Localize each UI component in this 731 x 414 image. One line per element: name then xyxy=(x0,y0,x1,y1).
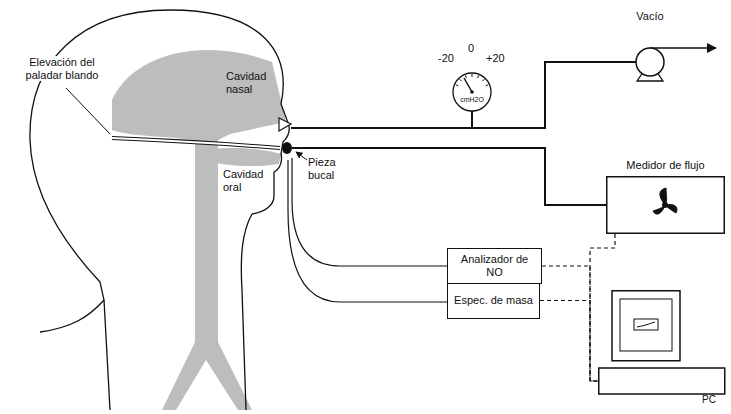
pump-body xyxy=(636,48,664,76)
part-label: Pieza bucal xyxy=(308,156,350,181)
turbine-hub xyxy=(662,202,668,208)
gauge-tick xyxy=(486,85,489,86)
node-text: PC xyxy=(694,394,724,406)
node-text: 0 xyxy=(468,42,474,55)
part-label: Cavidad oral xyxy=(223,168,269,193)
flow-meter-box xyxy=(607,177,725,234)
neck-back xyxy=(104,300,110,410)
vacuum-pump: Vacío xyxy=(628,10,672,82)
gauge-tick xyxy=(478,75,479,78)
leader-arrow xyxy=(296,152,307,160)
gauge-tick xyxy=(472,74,473,77)
airway xyxy=(112,50,286,410)
sample-line xyxy=(288,160,447,302)
node-text: Vacío xyxy=(618,10,682,23)
turbine-blades xyxy=(653,188,677,214)
node-text: Medidor de flujo xyxy=(596,159,731,172)
node-text: Espec. de masa xyxy=(454,294,533,307)
mouthpiece xyxy=(282,142,292,154)
vacuum-line xyxy=(291,62,636,128)
pc-base xyxy=(599,368,725,394)
node-text: Analizador de NO xyxy=(452,253,537,278)
node-text: -20 xyxy=(438,52,454,65)
flow-line xyxy=(292,148,606,205)
neck-front xyxy=(241,214,252,410)
gauge-tick xyxy=(456,85,459,86)
gauge-tick xyxy=(465,75,466,78)
gauge-needle xyxy=(464,78,472,92)
gauge-hub xyxy=(470,90,474,94)
soft-palate xyxy=(112,138,280,148)
part-label: Cavidad nasal xyxy=(226,70,274,95)
oral-cavity xyxy=(200,148,281,166)
monitor xyxy=(612,291,680,361)
part-label: Elevación del paladar blando xyxy=(14,56,110,81)
spectrometer-box: Espec. de masa xyxy=(447,283,540,319)
node-text: +20 xyxy=(486,52,505,65)
flow-meter: Medidor de flujo xyxy=(606,176,725,234)
gauge-stem xyxy=(471,111,473,128)
screen-window xyxy=(634,319,658,330)
screen xyxy=(620,299,672,351)
computer-shape xyxy=(598,290,728,412)
gauge-dial xyxy=(453,73,491,111)
exhaust-arrow xyxy=(650,47,716,49)
node-text: cmH2O xyxy=(452,96,492,104)
screen-plot xyxy=(637,322,655,327)
computer: PC xyxy=(598,290,728,412)
pressure-gauge: -200+20cmH2O xyxy=(440,50,504,114)
data-link xyxy=(540,301,598,382)
soft-palate-core xyxy=(112,138,280,148)
nose-piece xyxy=(279,118,291,131)
gauge-tick xyxy=(459,79,461,81)
leader-line xyxy=(66,88,110,134)
analyzer-box: Analizador de NO xyxy=(447,248,542,284)
gauge-tick xyxy=(482,79,484,81)
flow-meter-shape xyxy=(606,176,725,234)
